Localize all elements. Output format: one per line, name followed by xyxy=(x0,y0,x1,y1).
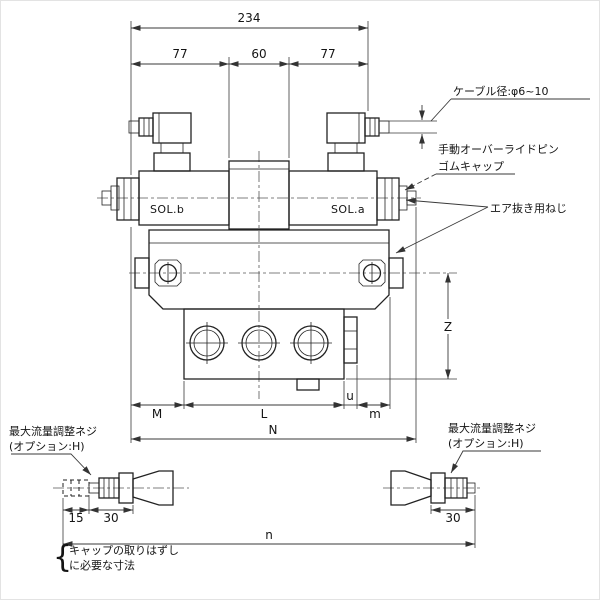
port-2 xyxy=(238,325,280,361)
mounting-hole-left xyxy=(154,259,182,287)
max-flow-left-label-1: 最大流量調整ネジ xyxy=(9,424,97,438)
flow-screw-detail-left: 15 30 xyxy=(62,470,174,548)
valve-body xyxy=(134,229,404,310)
dim-30-right: 30 xyxy=(445,511,460,525)
bottom-dimensions: M L u m N xyxy=(130,207,417,443)
callouts: ケーブル径:φ6~10 手動オーバーライドピン ゴムキャップ エア抜き用ねじ 最… xyxy=(9,84,590,575)
cable-connector-right xyxy=(326,112,390,172)
sol-a-label: SOL.a xyxy=(331,203,365,216)
callout-cap-removal-note: { キャップの取りはずし に必要な寸法 xyxy=(53,540,179,575)
center-lines xyxy=(53,151,483,489)
rubber-cap-label: ゴムキャップ xyxy=(438,159,504,173)
dim-L: L xyxy=(261,407,268,421)
dim-n: n xyxy=(265,528,273,542)
callout-max-flow-left: 最大流量調整ネジ (オプション:H) xyxy=(9,424,97,476)
dim-sol-left: 77 xyxy=(172,47,187,61)
dim-sol-right: 77 xyxy=(320,47,335,61)
dim-Z: Z xyxy=(444,320,452,334)
callout-manual-override: 手動オーバーライドピン ゴムキャップ xyxy=(404,142,559,191)
dim-center-body: 60 xyxy=(251,47,266,61)
port-1 xyxy=(186,322,228,364)
solenoid-assembly: SOL.b SOL.a xyxy=(101,160,417,230)
port-3 xyxy=(290,322,332,364)
dim-30-left: 30 xyxy=(103,511,118,525)
port-block xyxy=(183,308,358,391)
sol-b-label: SOL.b xyxy=(150,203,184,216)
top-dimensions: 234 77 60 77 xyxy=(130,11,369,175)
callout-air-bleed: エア抜き用ねじ xyxy=(395,197,567,254)
cable-diameter-label: ケーブル径:φ6~10 xyxy=(453,84,549,98)
dim-M: M xyxy=(152,407,162,421)
dim-m: m xyxy=(369,407,381,421)
max-flow-left-label-2: (オプション:H) xyxy=(9,440,85,453)
flow-screw-detail-right: 30 xyxy=(390,470,476,548)
cap-note-line-2: に必要な寸法 xyxy=(69,558,135,572)
cap-note-brace: { xyxy=(53,540,72,575)
air-bleed-label: エア抜き用ねじ xyxy=(490,201,567,215)
cable-diameter-marks xyxy=(379,105,437,149)
cap-note-line-1: キャップの取りはずし xyxy=(69,544,179,557)
mounting-hole-right xyxy=(358,259,386,287)
dim-u: u xyxy=(346,389,354,403)
max-flow-right-label-1: 最大流量調整ネジ xyxy=(448,421,536,435)
cable-connector-left xyxy=(128,112,192,172)
callout-max-flow-right: 最大流量調整ネジ (オプション:H) xyxy=(448,421,541,474)
callout-cable: ケーブル径:φ6~10 xyxy=(430,84,590,122)
manual-override-pin-label: 手動オーバーライドピン xyxy=(438,142,559,156)
z-dimension: Z xyxy=(346,273,457,380)
dim-total-width: 234 xyxy=(238,11,261,25)
n-dimension: n xyxy=(63,528,475,547)
max-flow-right-label-2: (オプション:H) xyxy=(448,437,524,450)
dim-15: 15 xyxy=(68,511,83,525)
dim-N: N xyxy=(269,423,278,437)
